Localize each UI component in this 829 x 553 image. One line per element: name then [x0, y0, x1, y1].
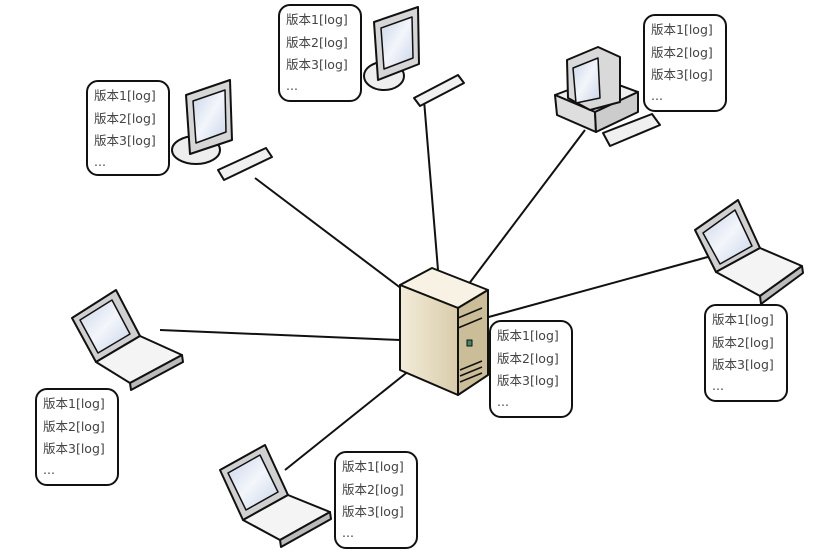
log-line: 版本2[log] [43, 418, 105, 434]
log-ellipsis: ... [286, 77, 298, 93]
log-line: 版本3[log] [712, 357, 774, 372]
log-line: 版本3[log] [651, 67, 713, 82]
log-ellipsis: ... [712, 377, 724, 393]
link-top-left [254, 177, 411, 296]
log-line: 版本2[log] [651, 44, 713, 60]
log-line: 版本2[log] [94, 110, 156, 126]
log-box-server: 版本1[log] 版本2[log] 版本3[log] ... [489, 320, 573, 418]
link-top-center [423, 99, 439, 271]
log-line: 版本3[log] [497, 373, 559, 388]
desktop-monitor-icon [363, 6, 465, 107]
desktop-monitor-icon [171, 79, 273, 181]
log-line: 版本1[log] [712, 312, 774, 327]
log-box-left: 版本1[log] 版本2[log] 版本3[log] ... [35, 388, 119, 486]
link-left [159, 329, 401, 341]
link-top-right [467, 129, 586, 286]
server-icon [399, 267, 489, 396]
log-line: 版本1[log] [286, 12, 348, 27]
log-line: 版本3[log] [43, 441, 105, 456]
log-line: 版本1[log] [497, 328, 559, 343]
log-ellipsis: ... [651, 87, 663, 103]
log-ellipsis: ... [497, 393, 509, 409]
log-line: 版本1[log] [43, 396, 105, 411]
log-line: 版本3[log] [342, 504, 404, 519]
log-box-top-left: 版本1[log] 版本2[log] 版本3[log] ... [86, 80, 170, 176]
log-line: 版本2[log] [712, 334, 774, 350]
log-ellipsis: ... [43, 461, 55, 477]
log-line: 版本1[log] [94, 88, 156, 103]
laptop-icon [219, 444, 332, 548]
log-line: 版本1[log] [342, 459, 404, 474]
log-line: 版本1[log] [651, 22, 713, 37]
log-box-right: 版本1[log] 版本2[log] 版本3[log] ... [704, 304, 788, 402]
log-box-top-right: 版本1[log] 版本2[log] 版本3[log] ... [643, 14, 727, 112]
log-box-bottom: 版本1[log] 版本2[log] 版本3[log] ... [334, 451, 418, 549]
log-line: 版本3[log] [286, 57, 348, 72]
log-line: 版本2[log] [497, 350, 559, 366]
desktop-pc-icon [554, 46, 661, 147]
log-line: 版本2[log] [286, 34, 348, 50]
log-box-top-center: 版本1[log] 版本2[log] 版本3[log] ... [278, 4, 362, 102]
link-bottom [284, 369, 411, 471]
link-right [484, 254, 716, 319]
log-line: 版本2[log] [342, 481, 404, 497]
laptop-icon [71, 289, 184, 391]
laptop-icon [694, 199, 804, 305]
log-ellipsis: ... [342, 524, 354, 540]
log-line: 版本3[log] [94, 133, 156, 148]
log-ellipsis: ... [94, 153, 106, 169]
